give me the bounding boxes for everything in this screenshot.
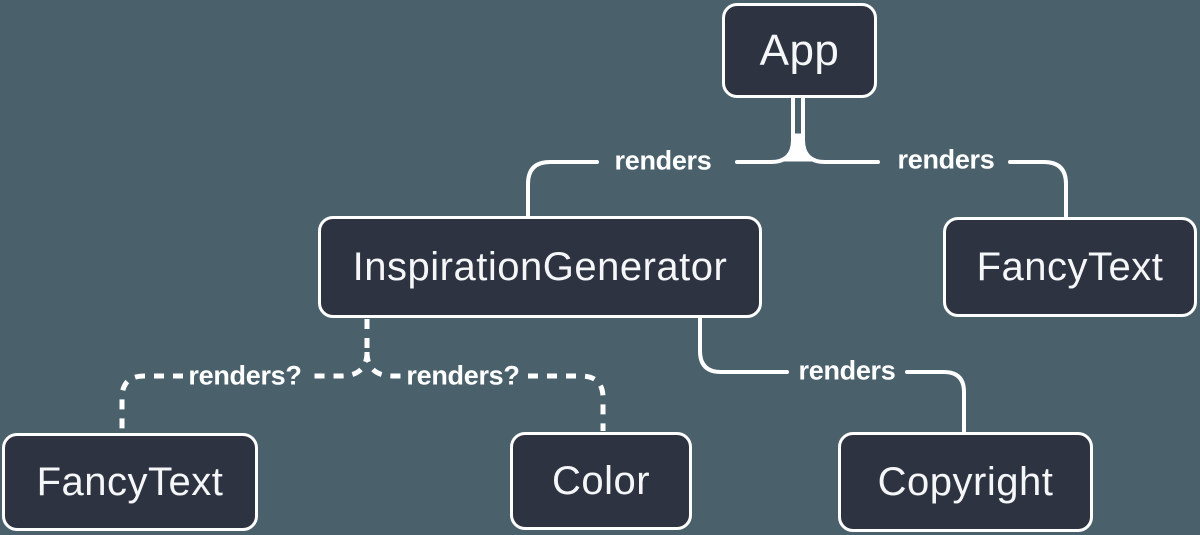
node-fancy-text-top: FancyText bbox=[943, 217, 1197, 317]
edge-app-inspirationgenerator-line-b bbox=[526, 160, 599, 218]
edge-app-fancytext-line-a bbox=[801, 96, 880, 164]
edge-inspirationgenerator-fancytext-line-a bbox=[308, 351, 370, 379]
edge-inspirationgenerator-color-line-a bbox=[364, 351, 410, 379]
edge-label-app-inspirationgenerator: renders bbox=[614, 145, 712, 176]
node-color: Color bbox=[510, 432, 692, 530]
edge-inspirationgenerator-copyright-line-b bbox=[905, 370, 966, 433]
edge-inspirationgenerator-copyright-line-a bbox=[698, 315, 789, 374]
edge-app-fancytext-line-b bbox=[1008, 160, 1068, 218]
edge-inspirationgenerator-fancytext-line-b bbox=[119, 373, 183, 432]
node-copyright: Copyright bbox=[838, 432, 1093, 532]
node-inspiration-generator: InspirationGenerator bbox=[318, 216, 762, 318]
node-fancy-text-bottom: FancyText bbox=[2, 433, 258, 531]
edge-app-inspirationgenerator-line-a bbox=[735, 96, 795, 164]
app-fork-wedge bbox=[779, 133, 817, 162]
edge-label-inspirationgenerator-copyright: renders bbox=[798, 355, 896, 386]
edge-label-inspirationgenerator-color: renders? bbox=[406, 360, 520, 391]
edge-inspirationgenerator-color-line-b bbox=[528, 373, 606, 431]
edge-label-inspirationgenerator-fancytext: renders? bbox=[188, 360, 302, 391]
edge-label-app-fancytext: renders bbox=[897, 144, 995, 175]
node-app: App bbox=[722, 3, 877, 98]
